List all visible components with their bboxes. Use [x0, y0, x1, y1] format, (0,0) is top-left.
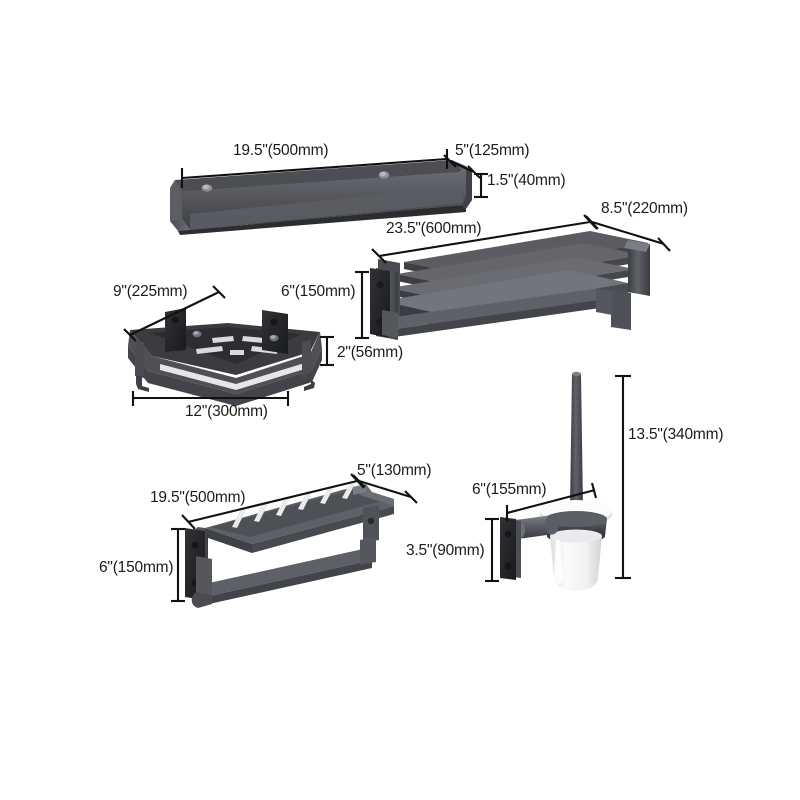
dim-st-height: 6"(150mm)	[99, 527, 185, 603]
dim-corner-height-label: 2"(56mm)	[337, 344, 403, 361]
shelf-towel-bar-body	[185, 481, 394, 608]
dim-rack-depth-label: 8.5"(220mm)	[601, 200, 688, 217]
dim-shelf-height: 1.5"(40mm)	[474, 172, 566, 199]
dim-corner-width-label: 12"(300mm)	[185, 403, 268, 420]
dim-st-depth-label: 5"(130mm)	[357, 462, 431, 479]
toilet-brush-holder-body	[500, 371, 612, 591]
product-shelf-towel-bar: 19.5"(500mm) 5"(130mm) 6"(150mm)	[99, 462, 432, 608]
dim-brush-depth-label: 6"(155mm)	[472, 481, 546, 498]
product-towel-rack-shelf: 23.5"(600mm) 8.5"(220mm) 6"(150mm)	[281, 200, 688, 340]
dim-st-width: 19.5"(500mm)	[150, 473, 365, 530]
towel-rack-body	[370, 231, 650, 340]
dim-shelf-depth-label: 5"(125mm)	[455, 142, 529, 159]
dim-corner-side: 9"(225mm)	[113, 283, 226, 342]
dim-rack-height: 6"(150mm)	[281, 270, 369, 340]
wall-shelf-tray-body	[170, 160, 472, 235]
dim-brush-bracket-height-label: 3.5"(90mm)	[406, 542, 484, 559]
dim-shelf-width-label: 19.5"(500mm)	[233, 142, 328, 159]
product-corner-shelf: 9"(225mm) 2"(56mm) 12"(300mm)	[113, 283, 403, 420]
corner-shelf-body	[128, 308, 322, 406]
dim-brush-total-height: 13.5"(340mm)	[615, 374, 724, 580]
dim-st-depth: 5"(130mm)	[352, 462, 432, 504]
dim-brush-depth: 6"(155mm)	[472, 481, 598, 521]
product-toilet-brush-holder: 13.5"(340mm) 6"(155mm) 3.5"(90mm)	[406, 371, 724, 591]
dim-shelf-depth: 5"(125mm)	[443, 142, 530, 179]
dim-shelf-height-label: 1.5"(40mm)	[487, 172, 565, 189]
dim-brush-total-height-label: 13.5"(340mm)	[628, 426, 723, 443]
dim-shelf-width: 19.5"(500mm)	[180, 142, 449, 188]
dim-corner-side-label: 9"(225mm)	[113, 283, 187, 300]
dim-rack-depth: 8.5"(220mm)	[585, 200, 688, 252]
dim-rack-width-label: 23.5"(600mm)	[386, 220, 481, 237]
dim-st-width-label: 19.5"(500mm)	[150, 489, 245, 506]
dim-corner-width: 12"(300mm)	[131, 391, 290, 420]
dim-st-height-label: 6"(150mm)	[99, 559, 173, 576]
dim-rack-height-label: 6"(150mm)	[281, 283, 355, 300]
dim-corner-height: 2"(56mm)	[320, 335, 403, 367]
product-wall-shelf-tray: 19.5"(500mm) 5"(125mm) 1.5"(40mm)	[170, 142, 566, 235]
dim-brush-bracket-height: 3.5"(90mm)	[406, 517, 499, 583]
